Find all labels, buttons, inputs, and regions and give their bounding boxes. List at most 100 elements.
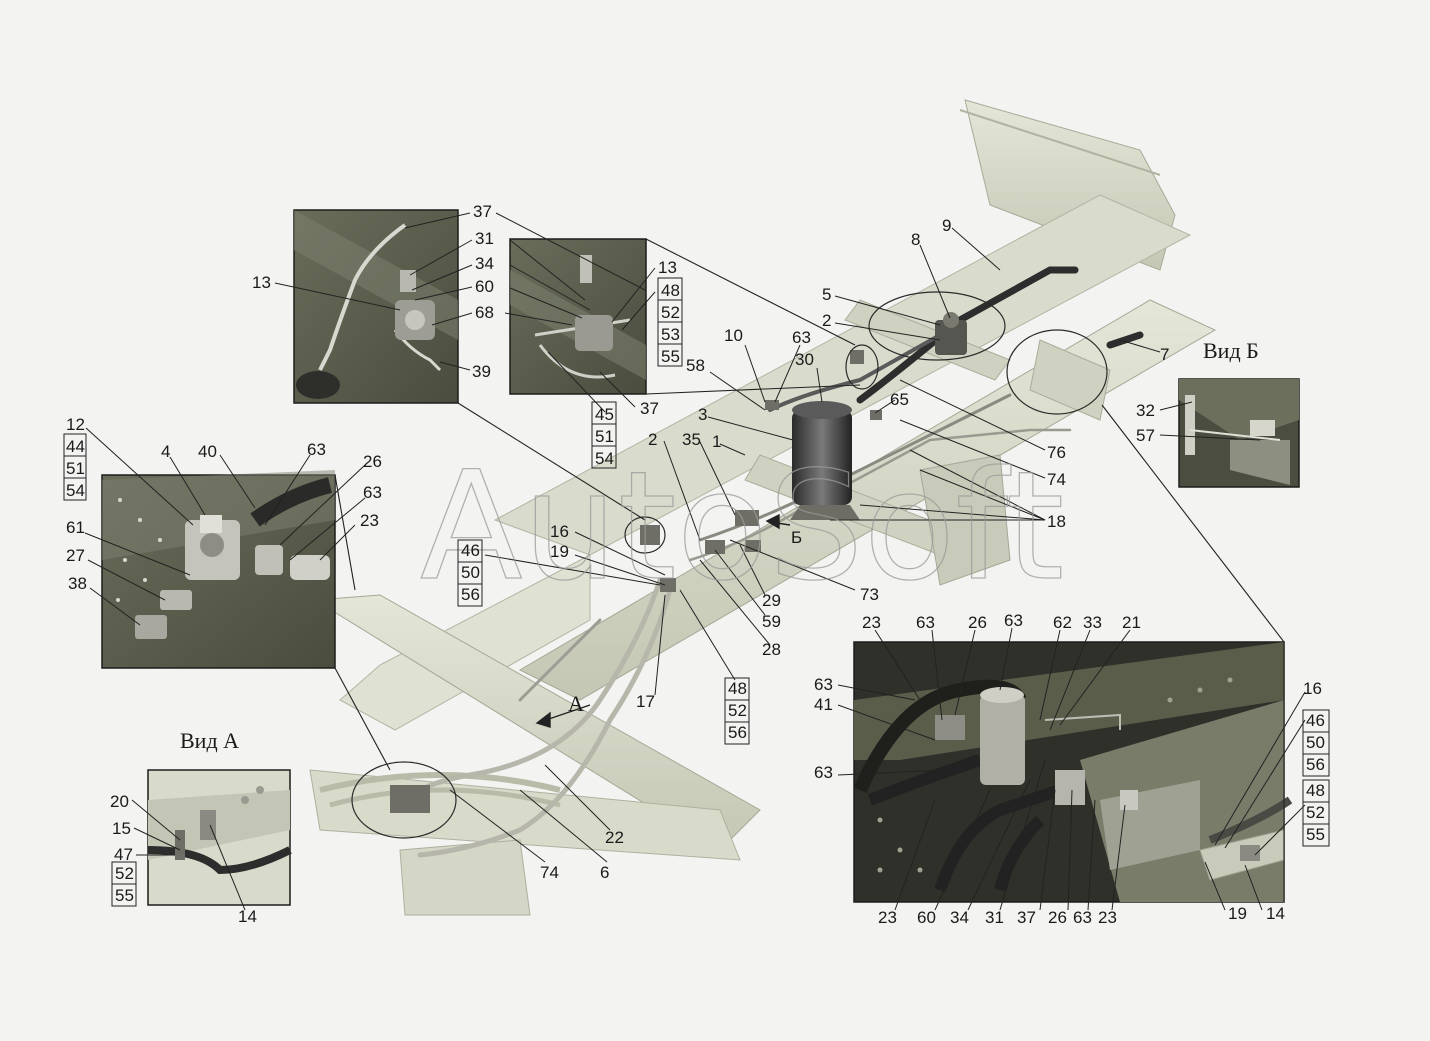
watermark-text: AutoSoft bbox=[420, 440, 1064, 614]
part-label: 13 bbox=[252, 273, 271, 292]
part-label: 8 bbox=[911, 230, 920, 249]
boxed-label: 52 bbox=[661, 303, 680, 322]
part-label: 47 bbox=[114, 845, 133, 864]
part-label: 37 bbox=[640, 399, 659, 418]
part-label: 29 bbox=[762, 591, 781, 610]
part-label: 74 bbox=[1047, 470, 1066, 489]
view-arrows bbox=[535, 513, 791, 728]
part-label: 13 bbox=[658, 258, 677, 277]
view-title-a: Вид А bbox=[180, 728, 239, 753]
part-label: 33 bbox=[1083, 613, 1102, 632]
boxed-label: 44 bbox=[66, 437, 85, 456]
boxed-label: 54 bbox=[595, 449, 614, 468]
boxed-stack-37b: 45 51 54 bbox=[591, 401, 617, 469]
part-label: 63 bbox=[1004, 611, 1023, 630]
boxed-stack-13b: 48 52 53 55 bbox=[657, 277, 683, 367]
part-label: 2 bbox=[648, 430, 657, 449]
part-label: 14 bbox=[238, 907, 257, 926]
boxed-stack-16: 46 50 56 bbox=[457, 539, 483, 607]
part-label: 58 bbox=[686, 356, 705, 375]
part-label: 73 bbox=[860, 585, 879, 604]
part-label: 34 bbox=[475, 254, 494, 273]
part-label: 9 bbox=[942, 216, 951, 235]
part-label: 22 bbox=[605, 828, 624, 847]
detail-inset-upper-left bbox=[293, 209, 459, 404]
part-label: 31 bbox=[985, 908, 1004, 927]
part-label: 41 bbox=[814, 695, 833, 714]
part-label: 62 bbox=[1053, 613, 1072, 632]
part-label: 14 bbox=[1266, 904, 1285, 923]
part-label: 65 bbox=[890, 390, 909, 409]
part-label: 76 bbox=[1047, 443, 1066, 462]
part-label: 60 bbox=[917, 908, 936, 927]
part-label: 26 bbox=[363, 452, 382, 471]
boxed-label: 56 bbox=[728, 723, 747, 742]
boxed-stack-12: 44 51 54 bbox=[63, 433, 87, 501]
boxed-label: 51 bbox=[66, 459, 85, 478]
part-label: 63 bbox=[363, 483, 382, 502]
part-label: 57 bbox=[1136, 426, 1155, 445]
part-label: 23 bbox=[878, 908, 897, 927]
part-label: 23 bbox=[1098, 908, 1117, 927]
part-label: 1 bbox=[712, 432, 721, 451]
part-label: 37 bbox=[473, 202, 492, 221]
part-label: 30 bbox=[795, 350, 814, 369]
part-label: 28 bbox=[762, 640, 781, 659]
part-label: 63 bbox=[814, 675, 833, 694]
boxed-label: 48 bbox=[661, 281, 680, 300]
part-label: 12 bbox=[66, 415, 85, 434]
detail-inset-vid-b bbox=[1178, 378, 1300, 488]
boxed-label: 46 bbox=[1306, 711, 1325, 730]
boxed-label: 51 bbox=[595, 427, 614, 446]
part-label: 27 bbox=[66, 546, 85, 565]
part-label: 31 bbox=[475, 229, 494, 248]
part-label: 26 bbox=[1048, 908, 1067, 927]
part-label: 37 bbox=[1017, 908, 1036, 927]
part-label: 68 bbox=[475, 303, 494, 322]
part-label: 23 bbox=[360, 511, 379, 530]
part-label: 60 bbox=[475, 277, 494, 296]
part-label: 18 bbox=[1047, 512, 1066, 531]
boxed-label: 55 bbox=[661, 347, 680, 366]
part-label: 39 bbox=[472, 362, 491, 381]
part-label: 63 bbox=[814, 763, 833, 782]
detail-inset-vid-a bbox=[147, 769, 292, 906]
boxed-label: 56 bbox=[461, 585, 480, 604]
boxed-label: 52 bbox=[728, 701, 747, 720]
view-arrow-b-label: Б bbox=[791, 528, 802, 547]
part-label: 5 bbox=[822, 285, 831, 304]
detail-inset-left bbox=[101, 470, 336, 669]
boxed-label: 50 bbox=[461, 563, 480, 582]
part-label: 2 bbox=[822, 311, 831, 330]
boxed-stack-17: 48 52 56 bbox=[724, 677, 750, 745]
part-label: 17 bbox=[636, 692, 655, 711]
boxed-label: 55 bbox=[115, 886, 134, 905]
part-label: 20 bbox=[110, 792, 129, 811]
boxed-label: 50 bbox=[1306, 733, 1325, 752]
part-label: 63 bbox=[307, 440, 326, 459]
boxed-label: 54 bbox=[66, 481, 85, 500]
boxed-label: 56 bbox=[1306, 755, 1325, 774]
fittings bbox=[390, 350, 882, 813]
part-label: 32 bbox=[1136, 401, 1155, 420]
part-label: 10 bbox=[724, 326, 743, 345]
part-label: 40 bbox=[198, 442, 217, 461]
part-label: 63 bbox=[792, 328, 811, 347]
part-label: 19 bbox=[550, 542, 569, 561]
part-label: 7 bbox=[1160, 345, 1169, 364]
boxed-stack-47: 52 55 bbox=[111, 861, 137, 907]
boxed-label: 55 bbox=[1306, 825, 1325, 844]
part-label: 26 bbox=[968, 613, 987, 632]
part-label: 59 bbox=[762, 612, 781, 631]
part-labels: 37 31 34 60 68 13 39 13 37 12 4 40 63 26… bbox=[66, 202, 1322, 927]
view-arrow-a-label: А bbox=[568, 691, 584, 716]
view-title-b: Вид Б bbox=[1203, 338, 1259, 363]
valve-unit bbox=[935, 312, 967, 355]
boxed-label: 45 bbox=[595, 405, 614, 424]
callout-ellipses bbox=[351, 291, 1108, 839]
part-label: 6 bbox=[600, 863, 609, 882]
part-label: 61 bbox=[66, 518, 85, 537]
part-label: 38 bbox=[68, 574, 87, 593]
part-label: 23 bbox=[862, 613, 881, 632]
